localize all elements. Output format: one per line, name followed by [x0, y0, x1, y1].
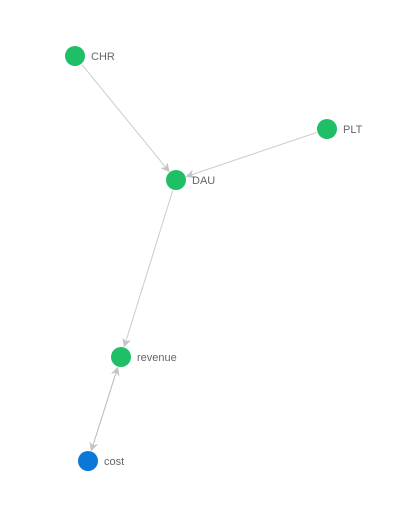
node-circle-revenue[interactable]: [111, 347, 131, 367]
node-circle-cost[interactable]: [78, 451, 98, 471]
node-revenue[interactable]: revenue: [111, 347, 177, 367]
edge-dau-to-revenue: [122, 190, 174, 348]
edge-chr-to-dau: [81, 64, 170, 173]
node-layer: CHR PLT DAU revenue cost: [65, 46, 363, 471]
node-label-cost: cost: [104, 456, 124, 468]
node-circle-plt[interactable]: [317, 119, 337, 139]
node-label-chr: CHR: [91, 51, 115, 63]
edge-layer: [81, 64, 317, 452]
node-label-dau: DAU: [192, 175, 215, 187]
node-dau[interactable]: DAU: [166, 170, 215, 190]
node-chr[interactable]: CHR: [65, 46, 115, 66]
node-circle-dau[interactable]: [166, 170, 186, 190]
edge-revenue-to-cost: [89, 366, 120, 452]
node-label-revenue: revenue: [137, 352, 177, 364]
node-circle-chr[interactable]: [65, 46, 85, 66]
node-label-plt: PLT: [343, 124, 363, 136]
node-plt[interactable]: PLT: [317, 119, 363, 139]
edge-plt-to-dau: [185, 132, 317, 179]
node-cost[interactable]: cost: [78, 451, 124, 471]
